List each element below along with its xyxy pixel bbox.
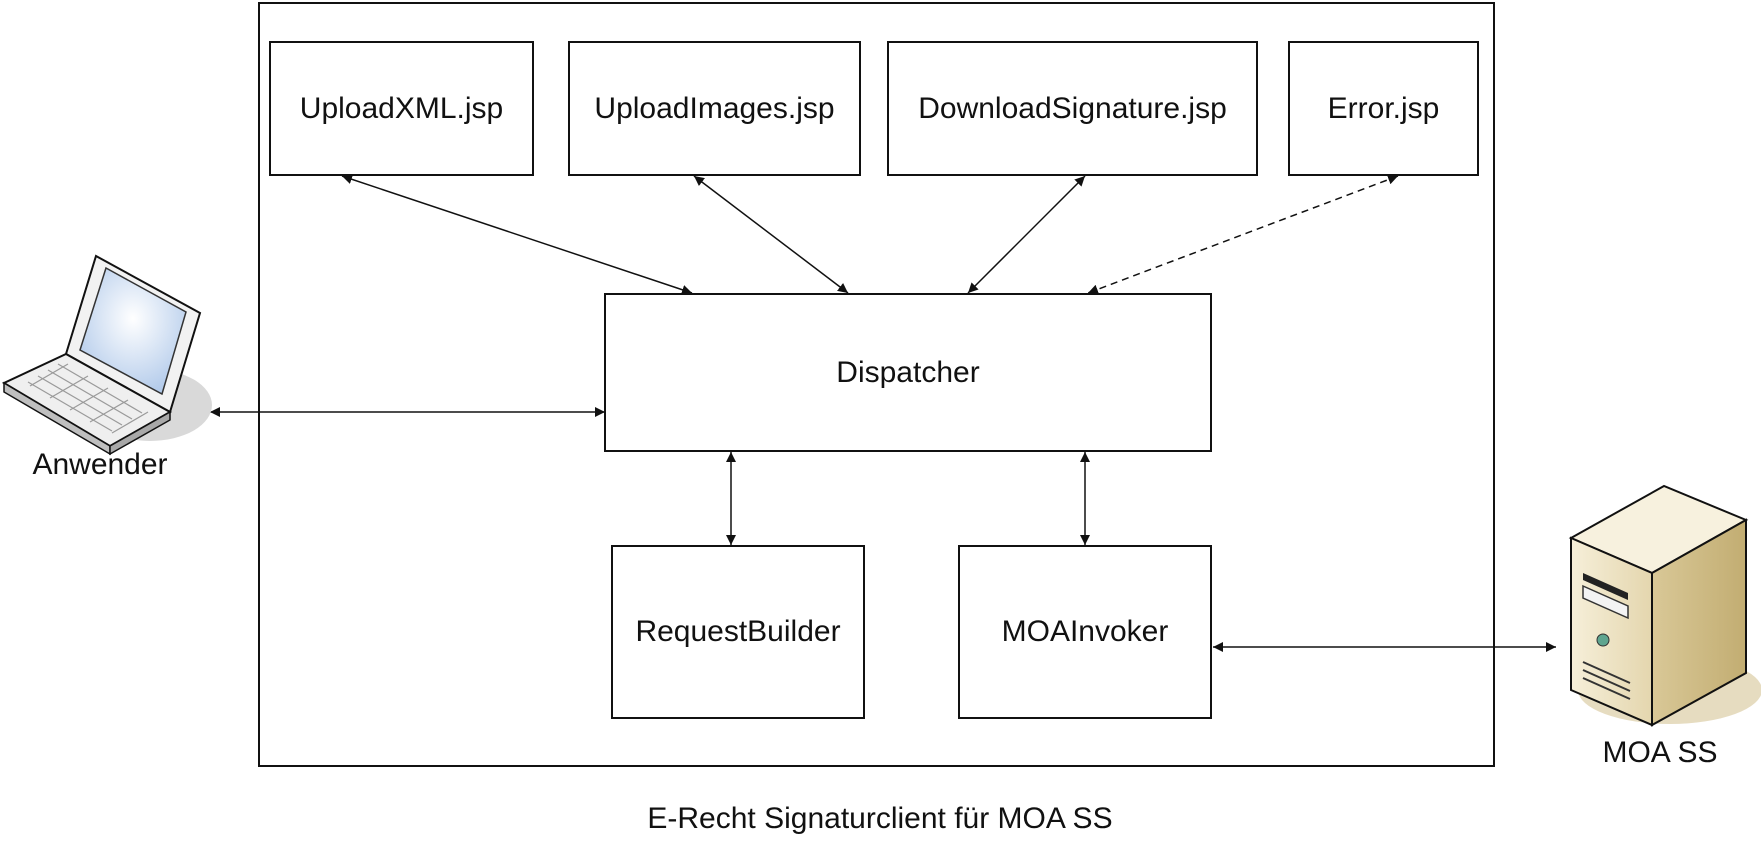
arrow-uploadxml-dispatcher: [341, 174, 693, 295]
laptop-icon: [1, 254, 212, 456]
upload-images-component: UploadImages.jsp: [568, 41, 861, 176]
moa-invoker-label: MOAInvoker: [1001, 615, 1169, 648]
download-signature-component: DownloadSignature.jsp: [887, 41, 1258, 176]
dispatcher-component: Dispatcher: [604, 293, 1212, 452]
user-label: Anwender: [32, 448, 168, 481]
upload-xml-label: UploadXML.jsp: [299, 91, 504, 125]
server-tower-icon: [1568, 484, 1761, 727]
diagram-caption: E-Recht Signaturclient für MOA SS: [647, 802, 1113, 835]
error-label: Error.jsp: [1327, 91, 1440, 125]
upload-images-label: UploadImages.jsp: [594, 91, 835, 125]
moa-invoker-component: MOAInvoker: [958, 545, 1212, 719]
request-builder-label: RequestBuilder: [635, 615, 841, 648]
arrow-uploadimages-dispatcher: [693, 175, 849, 294]
upload-xml-component: UploadXML.jsp: [269, 41, 534, 176]
request-builder-component: RequestBuilder: [611, 545, 865, 719]
dispatcher-label: Dispatcher: [836, 355, 980, 389]
download-signature-label: DownloadSignature.jsp: [918, 91, 1227, 125]
connectors: [210, 174, 1556, 652]
signaturclient-boundary: [258, 2, 1495, 767]
error-component: Error.jsp: [1288, 41, 1479, 176]
arrow-downloadsignature-dispatcher: [967, 175, 1086, 294]
moa-ss-label: MOA SS: [1602, 736, 1718, 769]
arrow-error-dispatcher: [1087, 174, 1399, 295]
